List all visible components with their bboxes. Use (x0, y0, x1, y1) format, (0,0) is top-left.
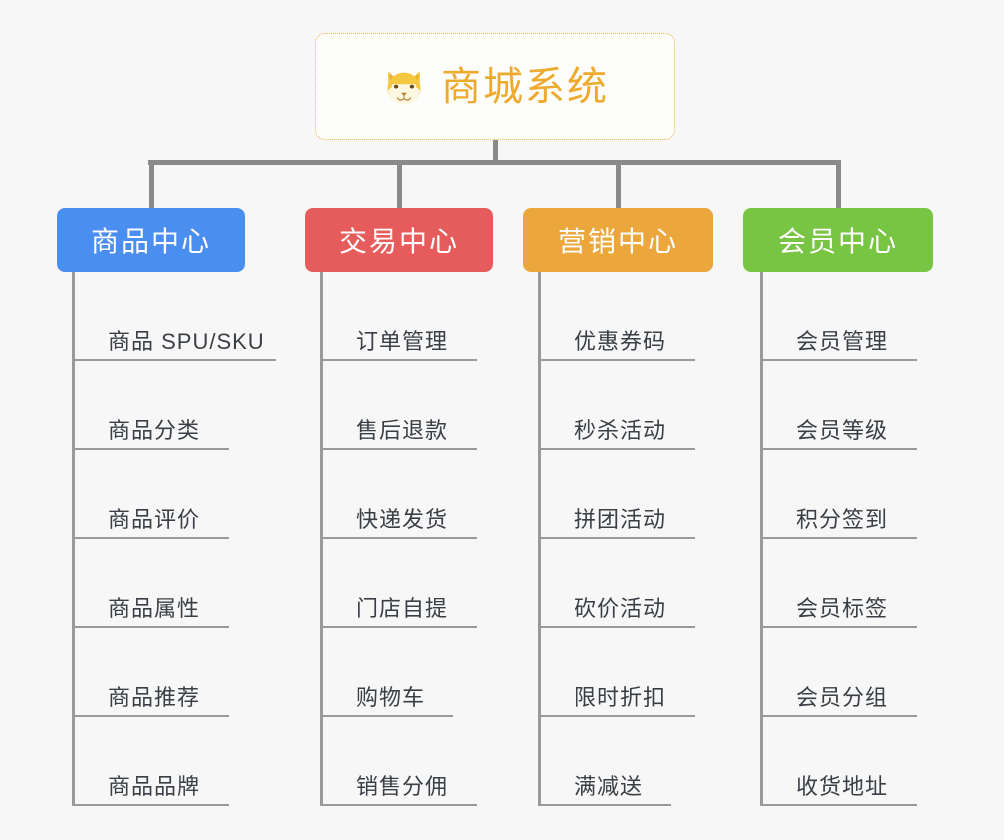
leaf-underline (72, 626, 229, 628)
leaf-item[interactable]: 门店自提 (320, 539, 477, 628)
category-drop-connector-member-center (836, 160, 841, 208)
category-box-member-center[interactable]: 会员中心 (743, 208, 933, 272)
leaf-underline (320, 626, 477, 628)
leaf-underline (538, 448, 695, 450)
category-label: 交易中心 (338, 226, 459, 257)
leaf-item[interactable]: 收货地址 (760, 717, 917, 806)
leaf-underline (72, 715, 229, 717)
leaf-item[interactable]: 积分签到 (760, 450, 917, 539)
category-drop-connector-marketing-center (616, 160, 621, 208)
leaf-item-label: 限时折扣 (574, 684, 667, 710)
category-drop-connector-trade-center (397, 160, 402, 208)
column-spine (760, 272, 763, 806)
leaf-item-label: 快递发货 (356, 506, 449, 532)
leaf-underline (320, 537, 477, 539)
leaf-column-trade-center: 订单管理售后退款快递发货门店自提购物车销售分佣 (320, 272, 580, 806)
leaf-item-label: 门店自提 (356, 595, 449, 621)
leaf-underline (72, 448, 229, 450)
leaf-underline (320, 804, 477, 806)
leaf-item-label: 商品 SPU/SKU (108, 328, 265, 354)
leaf-item-label: 优惠券码 (574, 328, 667, 354)
root-title: 商城系统 (441, 64, 609, 109)
leaf-item[interactable]: 秒杀活动 (538, 361, 695, 450)
leaf-item-label: 秒杀活动 (574, 417, 667, 443)
leaf-underline (538, 537, 695, 539)
leaf-underline (760, 804, 917, 806)
category-label: 会员中心 (777, 226, 898, 257)
leaf-column-marketing-center: 优惠券码秒杀活动拼团活动砍价活动限时折扣满减送 (538, 272, 798, 806)
leaf-item[interactable]: 满减送 (538, 717, 671, 806)
leaf-item[interactable]: 售后退款 (320, 361, 477, 450)
leaf-item[interactable]: 会员分组 (760, 628, 917, 717)
leaf-item[interactable]: 商品分类 (72, 361, 229, 450)
leaf-item[interactable]: 购物车 (320, 628, 453, 717)
leaf-item[interactable]: 会员等级 (760, 361, 917, 450)
category-box-marketing-center[interactable]: 营销中心 (523, 208, 713, 272)
leaf-column-product-center: 商品 SPU/SKU 商品分类商品评价商品属性商品推荐商品品牌 (72, 272, 332, 806)
leaf-underline (72, 537, 229, 539)
leaf-item-label: 满减送 (574, 773, 644, 799)
leaf-item[interactable]: 销售分佣 (320, 717, 477, 806)
leaf-underline (760, 715, 917, 717)
category-label: 营销中心 (557, 226, 678, 257)
column-spine (72, 272, 75, 806)
leaf-item[interactable]: 商品评价 (72, 450, 229, 539)
leaf-underline (320, 448, 477, 450)
leaf-underline (538, 359, 695, 361)
leaf-item[interactable]: 拼团活动 (538, 450, 695, 539)
leaf-item[interactable]: 限时折扣 (538, 628, 695, 717)
leaf-item-label: 收货地址 (796, 773, 889, 799)
shiba-dog-icon (387, 70, 421, 104)
column-spine (320, 272, 323, 806)
leaf-column-member-center: 会员管理会员等级积分签到会员标签会员分组收货地址 (760, 272, 1004, 806)
leaf-item[interactable]: 商品属性 (72, 539, 229, 628)
leaf-underline (72, 804, 229, 806)
leaf-item[interactable]: 商品推荐 (72, 628, 229, 717)
leaf-underline (538, 715, 695, 717)
leaf-underline (760, 448, 917, 450)
category-drop-connector-product-center (149, 160, 154, 208)
leaf-item-label: 商品分类 (108, 417, 201, 443)
leaf-item-label: 积分签到 (796, 506, 889, 532)
leaf-item-label: 商品品牌 (108, 773, 201, 799)
leaf-item-label: 商品属性 (108, 595, 201, 621)
leaf-item[interactable]: 快递发货 (320, 450, 477, 539)
category-box-product-center[interactable]: 商品中心 (57, 208, 245, 272)
leaf-item-label: 销售分佣 (356, 773, 449, 799)
leaf-item-label: 订单管理 (356, 328, 449, 354)
leaf-item[interactable]: 商品 SPU/SKU (72, 272, 276, 361)
root-node[interactable]: 商城系统 (315, 33, 675, 140)
leaf-item[interactable]: 砍价活动 (538, 539, 695, 628)
leaf-item-label: 会员管理 (796, 328, 889, 354)
leaf-underline (320, 359, 477, 361)
leaf-item-label: 会员等级 (796, 417, 889, 443)
leaf-item[interactable]: 优惠券码 (538, 272, 695, 361)
category-box-trade-center[interactable]: 交易中心 (305, 208, 493, 272)
leaf-item-label: 砍价活动 (574, 595, 667, 621)
leaf-item-label: 购物车 (356, 684, 426, 710)
leaf-item[interactable]: 商品品牌 (72, 717, 229, 806)
leaf-underline (538, 804, 671, 806)
leaf-underline (760, 626, 917, 628)
leaf-item-label: 售后退款 (356, 417, 449, 443)
leaf-underline (760, 359, 917, 361)
leaf-underline (538, 626, 695, 628)
leaf-underline (72, 359, 276, 361)
leaf-item-label: 会员分组 (796, 684, 889, 710)
leaf-underline (320, 715, 453, 717)
leaf-item[interactable]: 会员标签 (760, 539, 917, 628)
leaf-item[interactable]: 订单管理 (320, 272, 477, 361)
root-drop-connector (493, 140, 498, 164)
column-spine (538, 272, 541, 806)
leaf-item[interactable]: 会员管理 (760, 272, 917, 361)
leaf-item-label: 商品推荐 (108, 684, 201, 710)
horizontal-bus-connector (148, 160, 838, 165)
leaf-item-label: 拼团活动 (574, 506, 667, 532)
leaf-item-label: 会员标签 (796, 595, 889, 621)
leaf-item-label: 商品评价 (108, 506, 201, 532)
leaf-underline (760, 537, 917, 539)
category-label: 商品中心 (90, 226, 211, 257)
